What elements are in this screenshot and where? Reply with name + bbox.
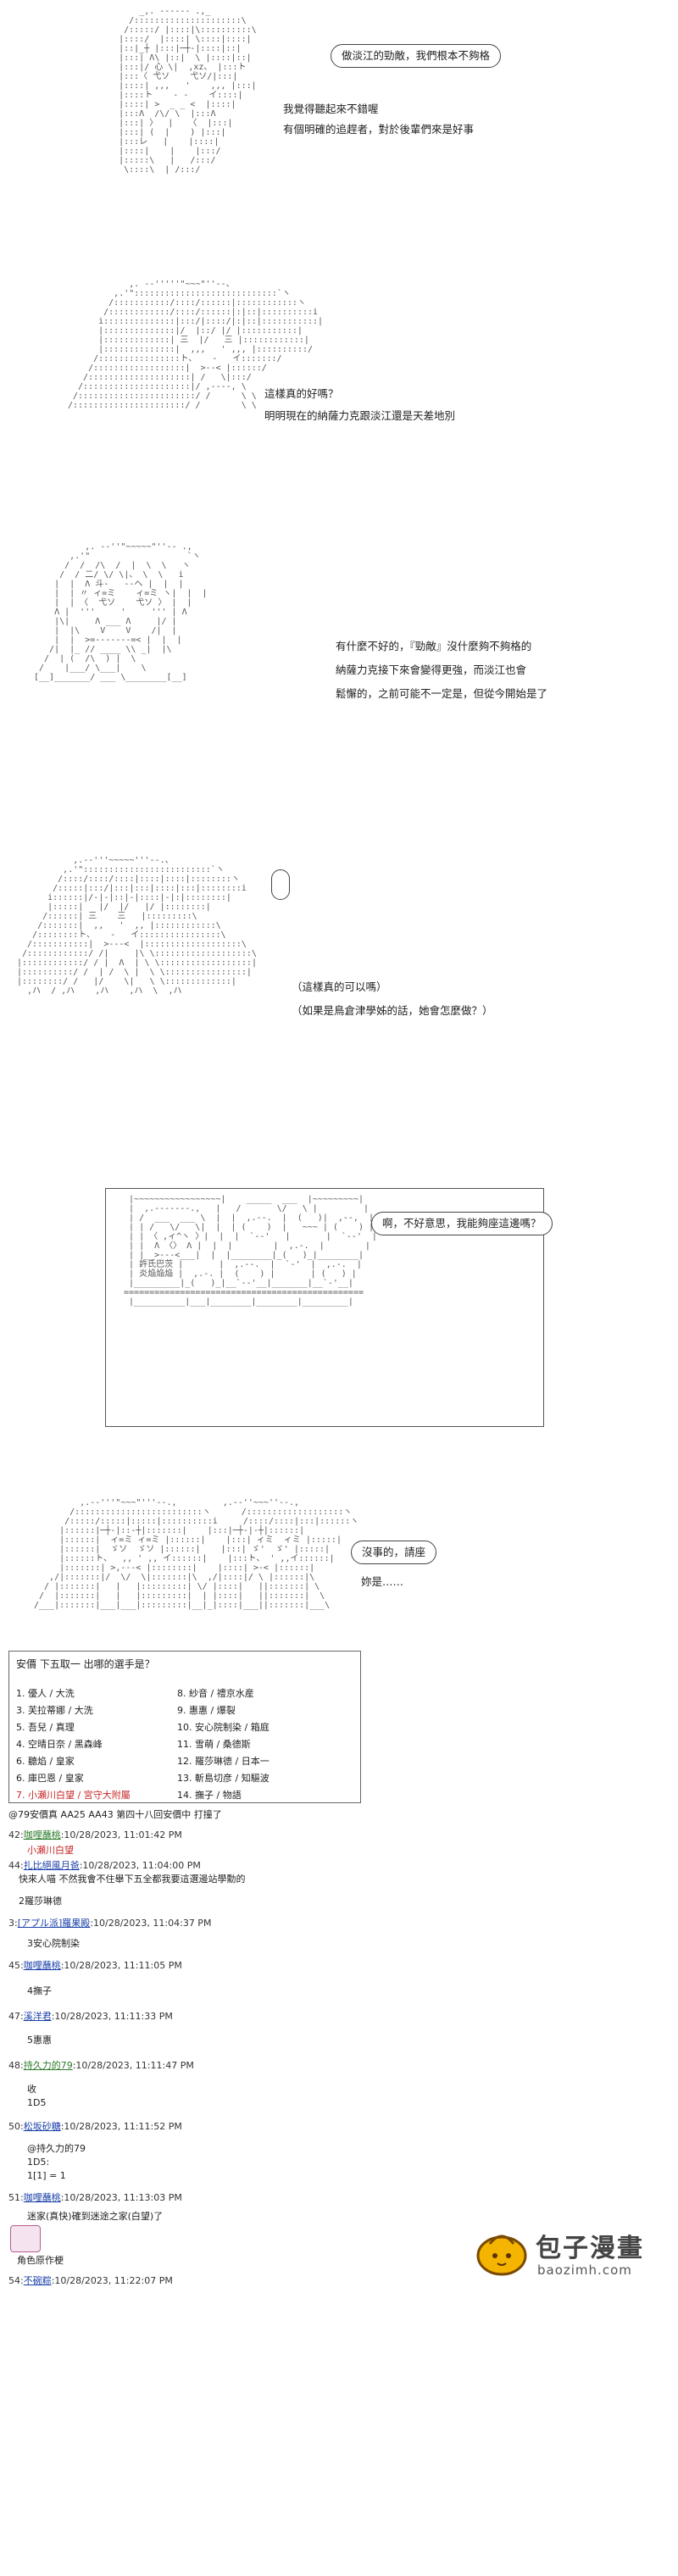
post-number: 54:: [8, 2275, 24, 2286]
ascii-art-figure-2: ,. -‐'''''"~~~"''‐-、 ,.'":::::::::::::::…: [68, 280, 324, 410]
vote-options-right: 8. 紗音 / 禮京水産 9. 惠惠 / 爆裂 10. 安心院制染 / 箱庭 1…: [177, 1685, 270, 1804]
poster-name-link[interactable]: 咖哩蘸桃: [23, 2192, 61, 2203]
vote-option: 1. 優人 / 大洗: [16, 1688, 75, 1699]
ascii-art-figure-3: ,. -‐''"~~~~~"''‐- ., ,.'" `ヽ / / /\ / |…: [34, 542, 208, 682]
vote-option-selected: 7. 小瀬川白望 / 宮守大附屬: [16, 1790, 131, 1801]
post-date: :10/28/2023, 11:11:05 PM: [60, 1960, 182, 1971]
vote-title: 安價 下五取一 出哪的選手是？: [16, 1658, 155, 1670]
poster-name-link[interactable]: 松坂砂糖: [23, 2121, 61, 2132]
post-meta: 45:咖哩蘸桃:10/28/2023, 11:11:05 PM: [8, 1959, 182, 1972]
post-date: :10/28/2023, 11:04:00 PM: [79, 1860, 201, 1871]
post-meta: 54:不碗粽:10/28/2023, 11:22:07 PM: [8, 2274, 173, 2287]
post-body: 3安心院制染: [27, 1938, 80, 1949]
vote-option: 10. 安心院制染 / 箱庭: [177, 1722, 270, 1733]
post-date: :10/28/2023, 11:04:37 PM: [90, 1918, 212, 1929]
speech-bubble: 啊，不好意思，我能夠座這邊嗎？: [371, 1212, 553, 1235]
ascii-art-figure-6: ,.-‐'''"~~~"'''‐-., ,.-‐''~~~''‐-., /:::…: [34, 1498, 359, 1610]
post-meta: 47:溪洋君:10/28/2023, 11:11:33 PM: [8, 2010, 173, 2023]
vote-option: 8. 紗音 / 禮京水産: [177, 1688, 254, 1699]
post-date: :10/28/2023, 11:11:47 PM: [72, 2060, 194, 2071]
dialogue-line: 納薩力克接下來會變得更強，而淡江也會: [336, 663, 527, 676]
post-body: 快來人喵 不然我會不住舉下五全都我要這選邊站學勳的: [19, 1874, 246, 1885]
post-date: :10/28/2023, 11:11:33 PM: [51, 2011, 173, 2022]
post-header: @79安價真 AA25 AA43 第四十八回安價中 打撞了: [8, 1809, 222, 1820]
post-meta: 51:咖哩蘸桃:10/28/2023, 11:13:03 PM: [8, 2191, 182, 2204]
post-date: :10/28/2023, 11:13:03 PM: [60, 2192, 182, 2203]
watermark-logo: 包子漫畫 baozimh.com: [475, 2220, 670, 2288]
speech-bubble: 沒事的，請座: [351, 1541, 437, 1564]
poster-name-link[interactable]: 扎比絕風月爸: [23, 1860, 80, 1871]
post-number: 45:: [8, 1960, 24, 1971]
dialogue-line: 鬆懈的，之前可能不一定是，但從今開始是了: [336, 687, 548, 700]
poster-name-link[interactable]: 持久力的79: [23, 2060, 73, 2071]
post-body: 4撫子: [27, 1985, 52, 1996]
vote-option: 3. 芙拉蒂娜 / 大洗: [16, 1705, 93, 1716]
dialogue-line: （如果是鳥倉津學姊的話，她會怎麼做？）: [292, 1004, 493, 1017]
post-body: 角色原作梗: [17, 2255, 64, 2266]
vote-options-left: 1. 優人 / 大洗 3. 芙拉蒂娜 / 大洗 5. 吾兒 / 真理 4. 空晴…: [16, 1685, 131, 1804]
dialogue-line: （這樣真的可以嗎）: [292, 980, 387, 993]
watermark-url: baozimh.com: [537, 2262, 632, 2278]
speech-bubble: 做淡江的勁敵，我們根本不夠格: [331, 44, 502, 68]
poster-name-link[interactable]: 不碗粽: [23, 2275, 52, 2286]
vote-option: 14. 撫子 / 物語: [177, 1790, 242, 1801]
thought-bubble-icon: [271, 869, 290, 900]
post-meta: 42:咖哩蘸桃:10/28/2023, 11:01:42 PM: [8, 1829, 182, 1841]
post-number: 3:: [8, 1918, 18, 1929]
post-meta: 3:[アプル派]羅果殿:10/28/2023, 11:04:37 PM: [8, 1917, 211, 1929]
avatar: [10, 2225, 41, 2252]
dialogue-line: 這樣真的好嗎？: [264, 387, 339, 400]
post-meta: 50:松坂砂糖:10/28/2023, 11:11:52 PM: [8, 2120, 182, 2133]
post-meta: 48:持久力的79:10/28/2023, 11:11:47 PM: [8, 2059, 194, 2072]
post-body: 5惠惠: [27, 2035, 52, 2046]
vote-option: 6. 庫巴恩 / 皇家: [16, 1773, 84, 1784]
poster-name-link[interactable]: 咖哩蘸桃: [23, 1829, 61, 1840]
post-meta: 44:扎比絕風月爸:10/28/2023, 11:04:00 PM: [8, 1859, 201, 1872]
vote-option: 13. 斬島切彦 / 知驅波: [177, 1773, 270, 1784]
post-number: 42:: [8, 1829, 24, 1840]
post-number: 47:: [8, 2011, 24, 2022]
dialogue-line: 有個明確的追趕者，對於後輩們來是好事: [283, 123, 475, 136]
dialogue-line: 妳是……: [361, 1575, 404, 1588]
vote-option: 6. 聽焰 / 皇家: [16, 1756, 75, 1767]
poster-name-link[interactable]: 溪洋君: [23, 2011, 52, 2022]
post-body: 2羅莎琳德: [19, 1896, 62, 1907]
bun-icon: [476, 2235, 527, 2276]
poster-name-link[interactable]: 咖哩蘸桃: [23, 1960, 61, 1971]
post-body: 1[1] = 1: [27, 2170, 66, 2181]
watermark-title: 包子漫畫: [536, 2234, 644, 2263]
post-date: :10/28/2023, 11:01:42 PM: [60, 1829, 182, 1840]
vote-option: 11. 雪萌 / 桑德斯: [177, 1739, 251, 1750]
poster-name-link[interactable]: [アプル派]羅果殿: [17, 1918, 91, 1929]
dialogue-line: 明明現在的納薩力克跟淡江還是天差地別: [264, 409, 456, 422]
vote-option: 4. 空晴日奈 / 黑森峰: [16, 1739, 103, 1750]
post-body: 收: [27, 2084, 36, 2095]
post-number: 48:: [8, 2060, 24, 2071]
post-body: @持久力的79: [27, 2143, 86, 2154]
dialogue-line: 我覺得聽起來不錯喔: [283, 103, 379, 115]
vote-box: 安價 下五取一 出哪的選手是？ 1. 優人 / 大洗 3. 芙拉蒂娜 / 大洗 …: [8, 1651, 361, 1803]
ascii-art-figure-1: _,. --‐‐-- .,_ /:::::::::::::::::::::\ /…: [119, 7, 257, 175]
post-date: :10/28/2023, 11:22:07 PM: [51, 2275, 173, 2286]
scene-frame: [105, 1188, 544, 1427]
post-body: 迷家(真快)確到迷途之家(白望)了: [27, 2211, 164, 2222]
post-number: 50:: [8, 2121, 24, 2132]
dialogue-line: 有什麼不好的，『勁敵』沒什麼夠不夠格的: [336, 640, 532, 652]
post-body: 小瀬川白望: [27, 1845, 74, 1856]
post-date: :10/28/2023, 11:11:52 PM: [60, 2121, 182, 2132]
post-body: 1D5:: [27, 2157, 50, 2168]
post-body: 1D5: [27, 2097, 47, 2108]
post-number: 51:: [8, 2192, 24, 2203]
ascii-art-scene-5: |~~~~~~~~~~~~~~~~~| _____ ___ |~~~~~~~~~…: [124, 1195, 377, 1307]
vote-option: 9. 惠惠 / 爆裂: [177, 1705, 236, 1716]
vote-option: 5. 吾兒 / 真理: [16, 1722, 75, 1733]
post-number: 44:: [8, 1860, 24, 1871]
ascii-art-figure-4: ,.-‐'''~~~~~'''‐-.、 ,.'"::::::::::::::::…: [17, 856, 257, 996]
vote-option: 12. 羅莎琳德 / 日本一: [177, 1756, 270, 1767]
